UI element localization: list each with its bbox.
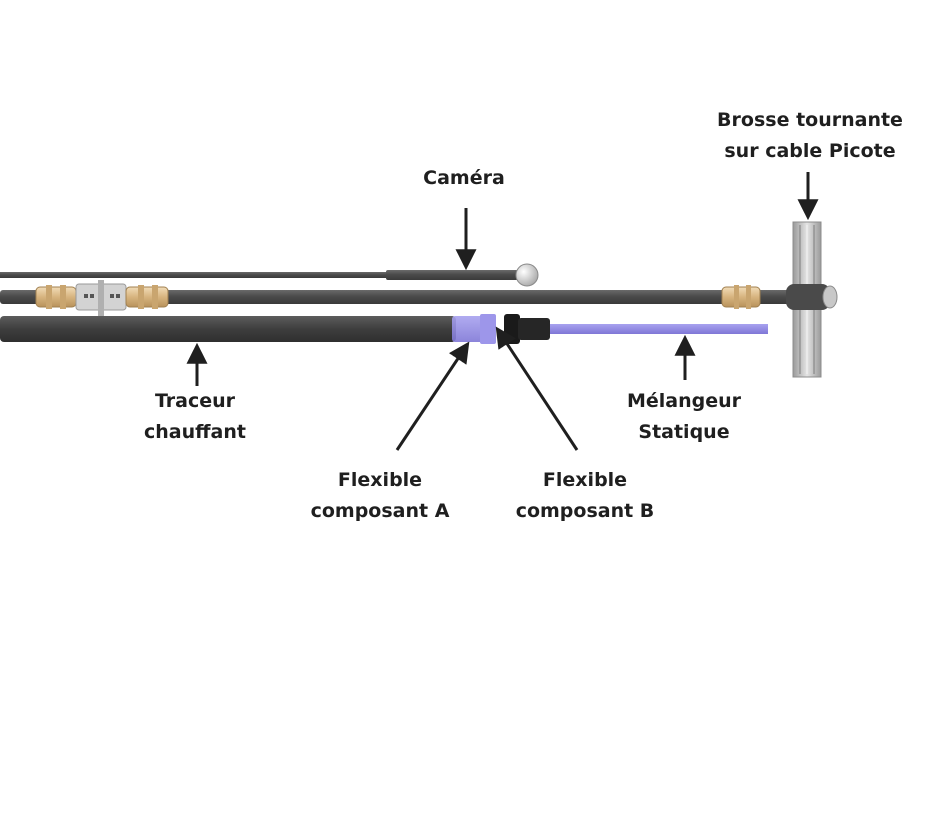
tracer-label: Traceur chauffant bbox=[120, 386, 270, 448]
hose-b-label-line2: composant B bbox=[515, 500, 655, 522]
camera-label-text: Caméra bbox=[423, 167, 505, 189]
cable-coupling-right bbox=[125, 285, 169, 309]
mixer-label-line2: Statique bbox=[638, 421, 730, 443]
heating-tracer bbox=[0, 316, 456, 342]
mixer-label-line1: Mélangeur bbox=[626, 390, 742, 412]
hose-b-label-line1: Flexible bbox=[542, 469, 628, 491]
hose-a-label: Flexible composant A bbox=[290, 465, 470, 527]
camera-label: Caméra bbox=[404, 163, 524, 194]
hose-a bbox=[452, 314, 496, 344]
hose-a-label-line2: composant A bbox=[310, 500, 450, 522]
mixer-label: Mélangeur Statique bbox=[604, 386, 764, 448]
cable-coupling-left bbox=[35, 285, 77, 309]
static-mixer-tube bbox=[550, 324, 768, 334]
brush-label-line2: sur cable Picote bbox=[724, 140, 896, 162]
tracer-label-line2: chauffant bbox=[144, 421, 246, 443]
cable-clamp bbox=[75, 280, 127, 316]
brush-coupling bbox=[721, 285, 761, 309]
hose-b-label: Flexible composant B bbox=[494, 465, 676, 527]
hose-a-label-line1: Flexible bbox=[337, 469, 423, 491]
hose-b-nozzle bbox=[504, 314, 550, 344]
tracer-label-line1: Traceur bbox=[154, 390, 236, 412]
hose-a-arrow bbox=[395, 341, 470, 451]
brush-label-line1: Brosse tournante bbox=[717, 109, 903, 131]
camera-cable bbox=[0, 263, 539, 287]
hose-b-arrow bbox=[495, 326, 579, 451]
picote-cable bbox=[0, 280, 800, 316]
camera-head-icon bbox=[515, 263, 539, 287]
rotating-brush bbox=[786, 221, 838, 378]
brush-label: Brosse tournante sur cable Picote bbox=[696, 105, 924, 167]
